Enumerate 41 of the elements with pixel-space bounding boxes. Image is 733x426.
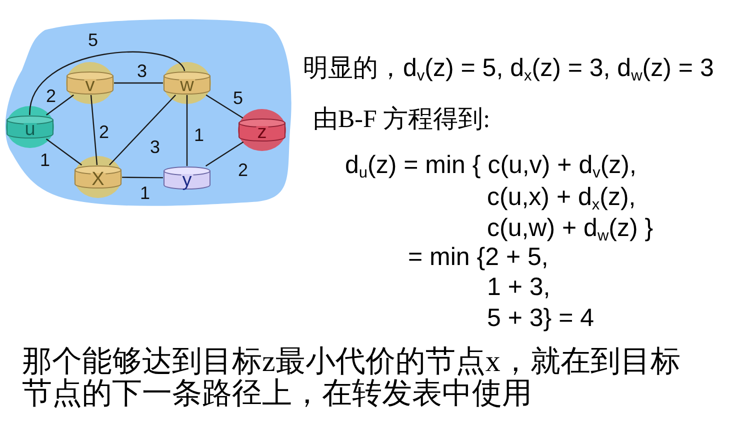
statement-text: 明显的，d$_{v}$(z) = 5, d$_{x}$(z) = 3, d$_{w}$(z) = 3 bbox=[303, 53, 714, 83]
router bbox=[74, 165, 122, 189]
edge-label: 2 bbox=[45, 87, 57, 105]
edge-label: 2 bbox=[98, 123, 110, 141]
router bbox=[238, 118, 286, 142]
router-letter: z bbox=[256, 126, 268, 139]
network-cloud bbox=[3, 20, 292, 206]
edge-label: 2 bbox=[237, 161, 249, 179]
link-line bbox=[186, 95, 188, 166]
edge-label: 5 bbox=[232, 89, 244, 107]
formula-line: c(u,w) + d$_{w}$(z) } bbox=[487, 213, 654, 243]
link-line bbox=[46, 94, 74, 116]
link-line bbox=[90, 94, 98, 166]
edge-label: 1 bbox=[139, 184, 151, 202]
router-letter: w bbox=[179, 79, 195, 92]
edge-label: 1 bbox=[193, 126, 205, 144]
edge-label: 5 bbox=[87, 31, 99, 49]
link-line bbox=[205, 142, 244, 166]
formula-line: d$_{u}$(z) = min { c(u,v) + d$_{v}$(z), bbox=[345, 150, 636, 180]
link-line bbox=[108, 94, 176, 166]
note-text: 那个能够达到目标z最小代价的节点x，就在到目标节点的下一条路径上，在转发表中使用 bbox=[22, 346, 682, 410]
router bbox=[163, 166, 211, 190]
link-line bbox=[29, 52, 186, 116]
link-line bbox=[122, 176, 163, 178]
edge-label: 1 bbox=[39, 151, 51, 169]
router-letter: X bbox=[90, 173, 106, 186]
formula-line: 1 + 3, bbox=[487, 272, 550, 302]
router bbox=[66, 71, 114, 95]
link-line bbox=[114, 82, 163, 84]
formula-line: c(u,x) + d$_{x}$(z), bbox=[487, 182, 636, 212]
edge-label: 3 bbox=[136, 62, 148, 80]
formula-line: = min {2 + 5, bbox=[408, 242, 548, 272]
router bbox=[163, 71, 211, 95]
heading-text: 由B-F 方程得到: bbox=[313, 105, 490, 135]
router bbox=[6, 115, 54, 139]
router-letter: v bbox=[84, 79, 96, 92]
edge-label: 3 bbox=[149, 138, 161, 156]
formula-line: 5 + 3} = 4 bbox=[487, 303, 594, 333]
router-letter: u bbox=[24, 123, 36, 136]
link-line bbox=[46, 138, 82, 166]
link-line bbox=[206, 94, 244, 118]
